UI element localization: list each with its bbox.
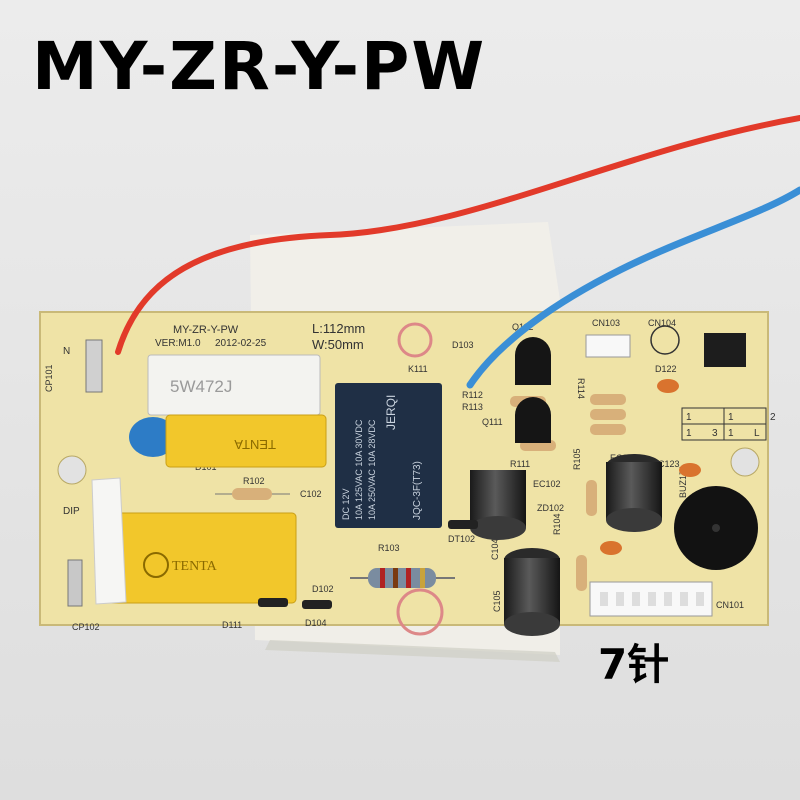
fct-pad-3: L xyxy=(754,428,760,439)
silk-ref-r112: R112 xyxy=(462,390,483,400)
x-capacitor-small: TENTA xyxy=(165,414,327,468)
silk-ref-ec102: EC102 xyxy=(533,479,561,489)
silk-ref-d104: D111 xyxy=(222,620,242,630)
silk-ref-cn103: CN103 xyxy=(592,318,620,328)
silk-ref-dt102: D103 xyxy=(452,340,474,350)
silk-ref-l: N xyxy=(63,346,70,357)
silk-ref-cn101: CN101 xyxy=(716,600,744,610)
varistor xyxy=(129,417,177,457)
silk-ref-r102: R102 xyxy=(243,476,265,486)
silk-ref-c102: C102 xyxy=(300,489,322,499)
silk-ref-r104: R104 xyxy=(552,513,562,535)
silk-circle xyxy=(650,325,680,355)
silk-circle xyxy=(397,322,433,358)
silk-ref-r103: R103 xyxy=(378,543,400,553)
silk-ref-cp102: CP102 xyxy=(72,622,100,632)
resistor-group xyxy=(510,394,626,591)
fct-test-pads: 1 1 1 1 2 3 L xyxy=(681,407,776,441)
resistor-r102 xyxy=(215,488,290,500)
transistor-q112 xyxy=(515,337,551,385)
fct-label: 1 xyxy=(728,412,734,423)
silk-ref-q111: Q111 xyxy=(482,417,503,427)
silk-ref-c123: C123 xyxy=(658,459,680,469)
electrolytic-cap-c105 xyxy=(504,548,560,636)
fct-pad-2: 3 xyxy=(712,428,718,439)
silk-ref-d102: D102 xyxy=(312,584,334,594)
relay-rating-2: 10A 250VAC 10A 28VDC xyxy=(367,419,377,520)
relay-rating-1: 10A 125VAC 10A 30VDC xyxy=(354,419,364,520)
silk-ref-c105: C105 xyxy=(492,590,502,612)
x-capacitor-large: TENTA xyxy=(95,512,297,604)
silk-ref-d122: D122 xyxy=(655,364,677,374)
resistor-marking: 5W472J xyxy=(170,377,232,396)
silk-ref-k111: K111 xyxy=(408,364,428,374)
silk-ref-cp101: CP101 xyxy=(44,364,54,392)
red-wire xyxy=(115,115,800,355)
silk-ref-cn104: CN104 xyxy=(648,318,676,328)
silk-date: 2012-02-25 xyxy=(215,338,267,349)
ceramic-cap xyxy=(600,541,622,555)
pin-count-label: 7针 xyxy=(598,640,670,689)
silk-ref-n: DIP xyxy=(63,506,80,517)
fct-label: 1 xyxy=(728,428,734,439)
silk-ref-r114: R114 xyxy=(576,378,586,399)
silk-ref-zd102: ZD102 xyxy=(537,503,564,513)
transistor-q111 xyxy=(515,397,551,443)
connector-cn103 xyxy=(585,334,631,358)
relay-model: JQC-3F(T73) xyxy=(412,461,423,520)
silk-ref-d103: D104 xyxy=(305,618,327,628)
capacitor-brand: TENTA xyxy=(172,559,218,574)
fct-label: 1 xyxy=(686,428,692,439)
silk-ref-c104: C104 xyxy=(490,538,500,560)
silk-length: L:112mm xyxy=(312,321,365,336)
buzzer-hole xyxy=(712,524,720,532)
silk-circle xyxy=(396,588,444,636)
blue-wire xyxy=(466,186,800,389)
diode-d104 xyxy=(258,598,288,607)
stand-edge xyxy=(265,640,560,662)
terminal-n xyxy=(67,559,83,607)
sleeve-insulator xyxy=(91,477,127,605)
mount-hole xyxy=(730,447,760,477)
relay: JERQI 10A 125VAC 10A 30VDC 10A 250VAC 10… xyxy=(335,383,442,528)
silk-width: W:50mm xyxy=(312,337,364,352)
diode-d111 xyxy=(448,520,478,529)
terminal-l xyxy=(85,339,103,393)
ceramic-cap xyxy=(679,463,701,477)
capacitor-brand: TENTA xyxy=(234,437,276,452)
electrolytic-cap-ec102 xyxy=(470,470,526,540)
electrolytic-cap-ec103 xyxy=(606,454,662,532)
fct-label: 1 xyxy=(686,412,692,423)
relay-coil: DC 12V xyxy=(341,488,351,520)
mount-hole xyxy=(57,455,87,485)
connector-cn101 xyxy=(589,581,713,617)
fct-pad-1: 2 xyxy=(770,412,776,423)
resistor-r103 xyxy=(350,568,455,588)
silk-ref-d111: DT102 xyxy=(448,534,475,544)
relay-brand: JERQI xyxy=(384,395,398,430)
silk-ref-buz171: BUZ171 xyxy=(678,465,688,498)
product-model-title: MY-ZR-Y-PW xyxy=(32,28,487,105)
connector-cn104 xyxy=(704,333,746,367)
silk-version: VER:M1.0 xyxy=(155,338,201,349)
silk-ref-r111: R111 xyxy=(510,459,530,469)
silk-model: MY-ZR-Y-PW xyxy=(173,324,239,336)
cement-resistor: 5W472J xyxy=(147,354,321,416)
diode-d103 xyxy=(302,600,332,609)
silk-ref-r105: R105 xyxy=(572,448,582,470)
connector-pins xyxy=(600,592,704,606)
ceramic-cap xyxy=(657,379,679,393)
silk-ref-r113: R113 xyxy=(462,402,483,412)
